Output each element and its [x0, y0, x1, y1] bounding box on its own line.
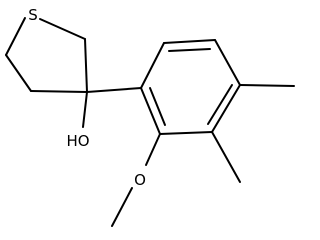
bond-c3-c4 — [30, 90, 88, 93]
bond-ar1-ar2 — [140, 42, 165, 89]
bond-c2-c3 — [5, 54, 32, 92]
methoxy-oxygen-label: O — [134, 171, 146, 189]
sulfur-label: S — [28, 6, 38, 24]
bond-ar3-ar4 — [214, 39, 241, 86]
inner-bond-top — [168, 48, 211, 52]
bond-c4-aryl — [86, 87, 142, 93]
bond-methyl-4 — [239, 84, 295, 87]
bond-ar2-ar3 — [163, 39, 216, 44]
bond-ar6-ar1 — [140, 87, 161, 135]
bond-s-c2 — [5, 17, 26, 56]
structure-diagram: S HO O — [5, 6, 295, 227]
bond-ar-o — [145, 133, 161, 166]
bond-ar5-ar6 — [159, 131, 213, 135]
inner-bond-left — [149, 87, 166, 126]
inner-bond-right — [207, 84, 233, 125]
bond-methyl-3 — [211, 131, 241, 183]
molecule-drawing: S HO O — [5, 6, 295, 227]
bond-c4-oh — [82, 91, 88, 128]
bond-c5-s — [39, 18, 86, 40]
hydroxyl-label: HO — [66, 132, 89, 150]
bond-o-ch3 — [111, 187, 133, 227]
bond-c4-c5 — [84, 38, 88, 93]
bond-ar4-ar5 — [211, 84, 241, 133]
